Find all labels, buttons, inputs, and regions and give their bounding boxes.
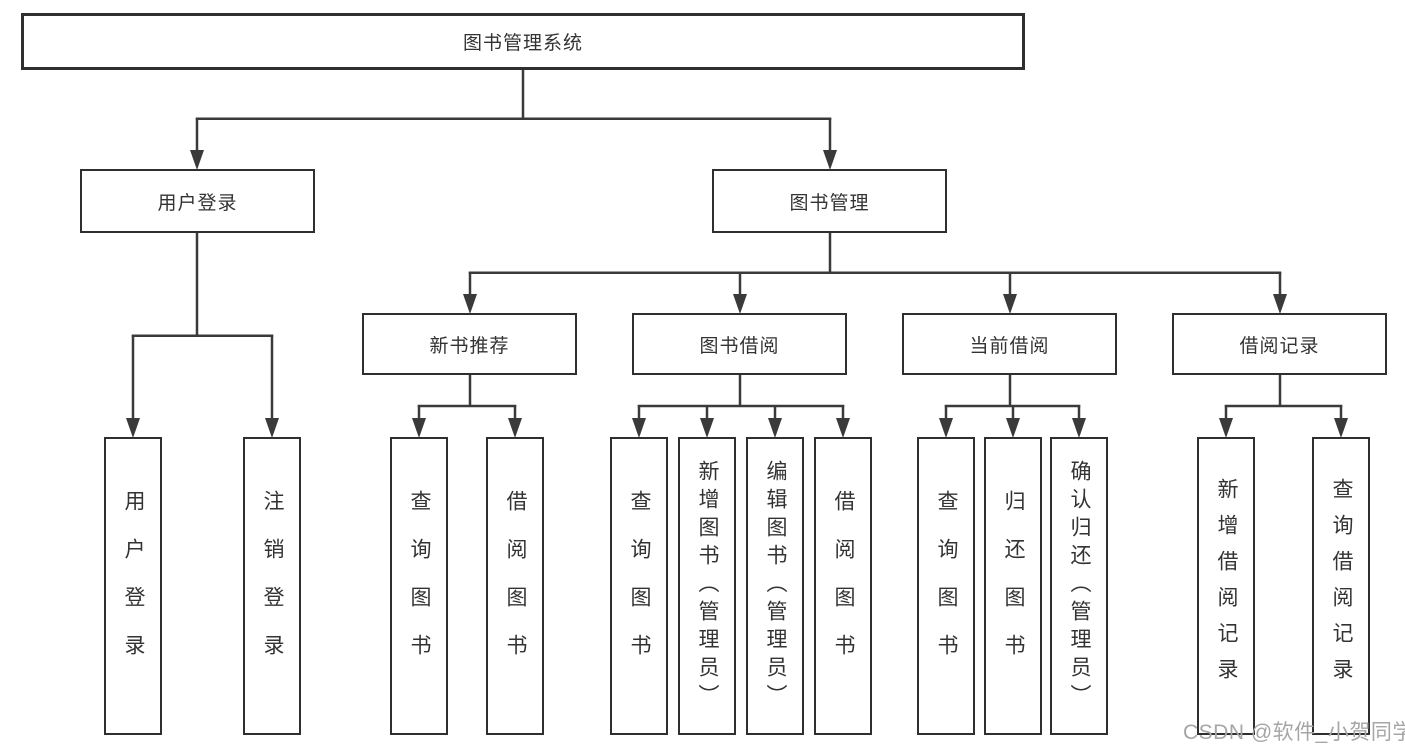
node-label-book-management: 图书管理 <box>789 192 870 214</box>
leaf-label-user-login: 用户登录 <box>122 490 145 682</box>
leaf-label-query-borrow-record: 查询借阅记录 <box>1330 478 1353 694</box>
leaf-label-borrow-books-recommend: 借阅图书 <box>504 490 527 682</box>
csdn-watermark: CSDN @软件_小贺同学 <box>1183 721 1405 744</box>
leaf-box-return-books: 归还图书 <box>984 437 1042 735</box>
leaf-box-add-books-admin: 新增图书（管理员） <box>678 437 736 735</box>
node-box-user-login: 用户登录 <box>80 169 315 233</box>
leaf-label-add-books-admin: 新增图书（管理员） <box>696 460 719 712</box>
leaf-label-edit-books-admin: 编辑图书（管理员） <box>764 460 787 712</box>
leaf-box-edit-books-admin: 编辑图书（管理员） <box>746 437 804 735</box>
node-label-current-borrowing: 当前借阅 <box>969 335 1050 357</box>
node-box-current-borrowing: 当前借阅 <box>902 313 1117 375</box>
leaf-box-query-borrow-record: 查询借阅记录 <box>1312 437 1370 735</box>
leaf-box-confirm-return-admin: 确认归还（管理员） <box>1050 437 1108 735</box>
node-label-user-login: 用户登录 <box>157 192 238 214</box>
node-label-borrow-records: 借阅记录 <box>1239 335 1320 357</box>
node-label-library-system: 图书管理系统 <box>462 33 583 54</box>
node-box-book-borrowing: 图书借阅 <box>632 313 847 375</box>
leaf-box-borrow-books: 借阅图书 <box>814 437 872 735</box>
node-box-book-management: 图书管理 <box>712 169 947 233</box>
leaf-label-logout: 注销登录 <box>261 490 284 682</box>
leaf-label-confirm-return-admin: 确认归还（管理员） <box>1068 460 1091 712</box>
leaf-label-query-books-current: 查询图书 <box>935 490 958 682</box>
arrowhead-icons <box>126 150 1348 438</box>
leaf-box-query-books-borrowing: 查询图书 <box>610 437 668 735</box>
leaf-box-logout: 注销登录 <box>243 437 301 735</box>
leaf-box-borrow-books-recommend: 借阅图书 <box>486 437 544 735</box>
leaf-label-borrow-books: 借阅图书 <box>832 490 855 682</box>
leaf-label-return-books: 归还图书 <box>1002 490 1025 682</box>
node-label-new-book-recommend: 新书推荐 <box>429 335 510 357</box>
leaf-label-add-borrow-record: 新增借阅记录 <box>1215 478 1238 694</box>
node-box-borrow-records: 借阅记录 <box>1172 313 1387 375</box>
leaf-box-query-books-recommend: 查询图书 <box>390 437 448 735</box>
leaf-box-query-books-current: 查询图书 <box>917 437 975 735</box>
node-box-library-system: 图书管理系统 <box>21 13 1025 70</box>
node-label-book-borrowing: 图书借阅 <box>699 335 780 357</box>
leaf-label-query-books-borrowing: 查询图书 <box>628 490 651 682</box>
node-box-new-book-recommend: 新书推荐 <box>362 313 577 375</box>
leaf-box-user-login: 用户登录 <box>104 437 162 735</box>
leaf-label-query-books-recommend: 查询图书 <box>408 490 431 682</box>
leaf-box-add-borrow-record: 新增借阅记录 <box>1197 437 1255 735</box>
